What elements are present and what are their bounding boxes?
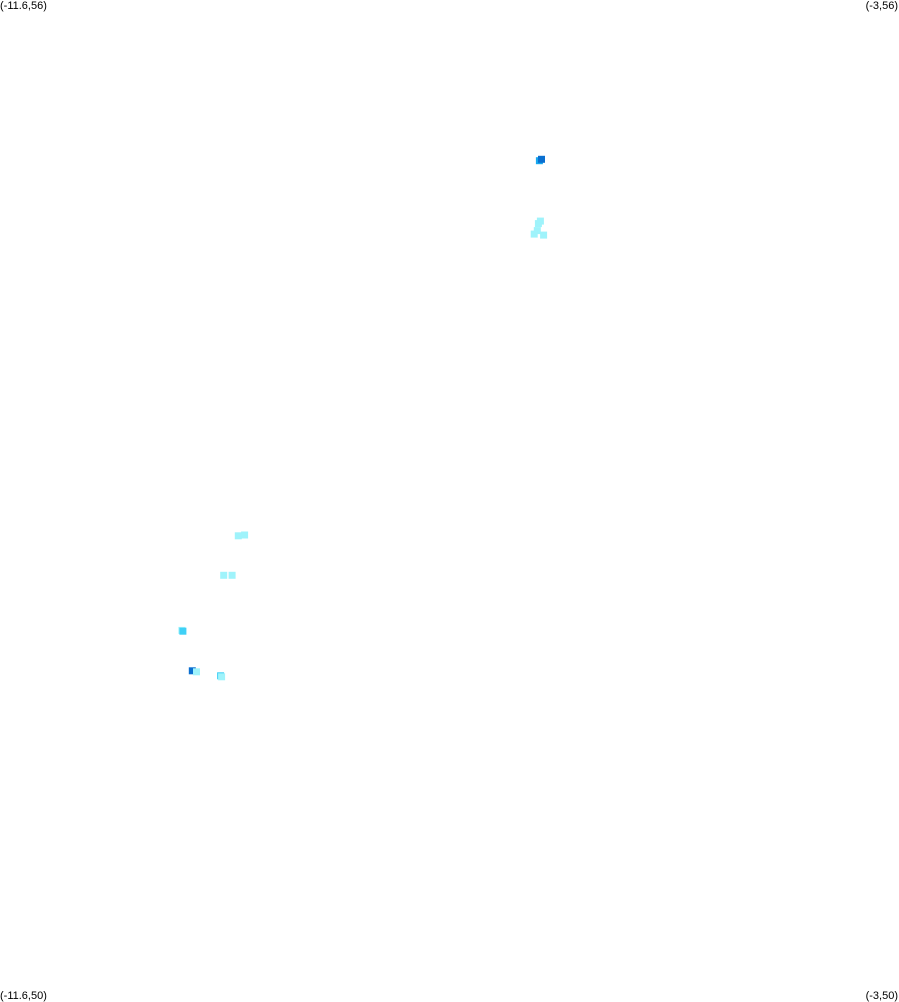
- corner-label-top-right: (-3,56): [865, 0, 898, 12]
- observation-point: [540, 231, 548, 239]
- observation-point: [234, 532, 242, 540]
- observation-point: [193, 668, 200, 676]
- observation-point: [536, 217, 544, 225]
- observation-points-layer: [178, 155, 548, 681]
- observation-point: [530, 230, 538, 238]
- observation-point: [538, 155, 545, 163]
- corner-label-bottom-left: (-11.6,50): [0, 990, 47, 1002]
- observation-point: [179, 627, 187, 635]
- corner-label-bottom-right: (-3,50): [865, 990, 898, 1002]
- observation-point: [241, 531, 249, 539]
- observation-point: [220, 571, 228, 579]
- observation-point: [218, 673, 226, 681]
- observation-point: [188, 667, 196, 675]
- corner-label-top-left: (-11.6,56): [0, 0, 47, 12]
- observation-point: [228, 571, 236, 579]
